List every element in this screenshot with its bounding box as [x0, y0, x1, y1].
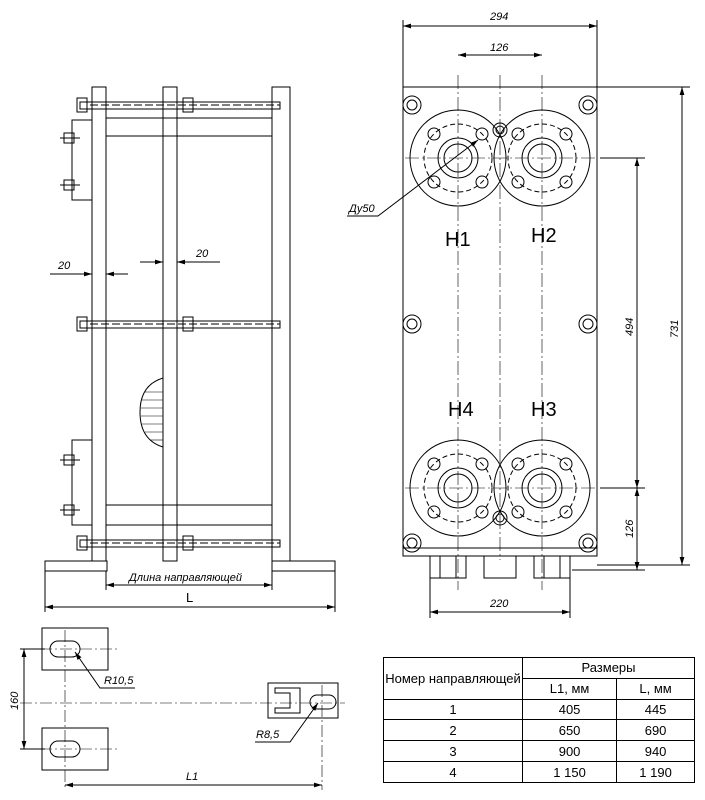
- tie-rods: [79, 101, 281, 548]
- port-label-h2: Н2: [531, 225, 557, 247]
- lower-guide-bar: [105, 504, 273, 526]
- table-row: 1 405 445: [383, 698, 695, 721]
- cell-l1: 900: [521, 740, 618, 763]
- cell-number: 4: [383, 761, 523, 783]
- cell-l1: 405: [521, 698, 618, 721]
- side-flanges: [60, 119, 93, 526]
- table-row: 2 650 690: [383, 719, 695, 742]
- table-row: 3 900 940: [383, 740, 695, 763]
- front-view: [347, 20, 690, 618]
- dim-L1: L1: [186, 771, 198, 783]
- cell-number: 1: [383, 698, 523, 721]
- side-base-right: [271, 560, 336, 572]
- table-header-l1: L1, мм: [521, 677, 618, 700]
- foot-detail: [20, 627, 345, 790]
- cell-number: 2: [383, 719, 523, 742]
- table-header-l: L, мм: [616, 677, 695, 700]
- radius-r10-5: R10,5: [104, 675, 134, 687]
- dim-220: 220: [489, 598, 509, 610]
- port-flanges: [409, 109, 591, 537]
- cell-l1: 1 150: [521, 761, 618, 783]
- cell-l: 690: [616, 719, 695, 742]
- dim-494: 494: [624, 318, 636, 336]
- dim-294: 294: [489, 11, 508, 23]
- dim-126-top: 126: [490, 42, 509, 54]
- dim-20-right: 20: [195, 248, 209, 260]
- nuts: [76, 97, 194, 551]
- cell-number: 3: [383, 740, 523, 763]
- guide-length-label: Длина направляющей: [127, 572, 242, 584]
- plate-pack-sketch: [139, 377, 164, 448]
- upper-guide-bar: [105, 117, 273, 137]
- dim-160: 160: [9, 691, 21, 710]
- cell-l: 445: [616, 698, 695, 721]
- port-label-h3: Н3: [531, 399, 557, 421]
- port-label-h1: Н1: [445, 229, 471, 251]
- side-view: [44, 86, 336, 612]
- dim-126-bottom: 126: [624, 519, 636, 538]
- cell-l: 1 190: [616, 761, 695, 783]
- radius-r8-5: R8,5: [256, 729, 280, 741]
- dim-731: 731: [669, 320, 681, 338]
- port-dia-label: Ду50: [347, 203, 375, 215]
- table-header-number: Номер направляющей: [383, 657, 523, 700]
- cell-l1: 650: [521, 719, 618, 742]
- dim-20-left: 20: [57, 260, 71, 272]
- fixed-plate: [271, 86, 291, 562]
- table-row: 4 1 150 1 190: [383, 761, 695, 783]
- dim-overall-L: L: [186, 590, 193, 605]
- side-base: [44, 560, 108, 572]
- cell-l: 940: [616, 740, 695, 763]
- port-label-h4: Н4: [448, 399, 474, 421]
- table-header-sizes: Размеры: [522, 657, 695, 679]
- guides-table: Номер направляющей Размеры L1, мм L, мм …: [383, 657, 695, 783]
